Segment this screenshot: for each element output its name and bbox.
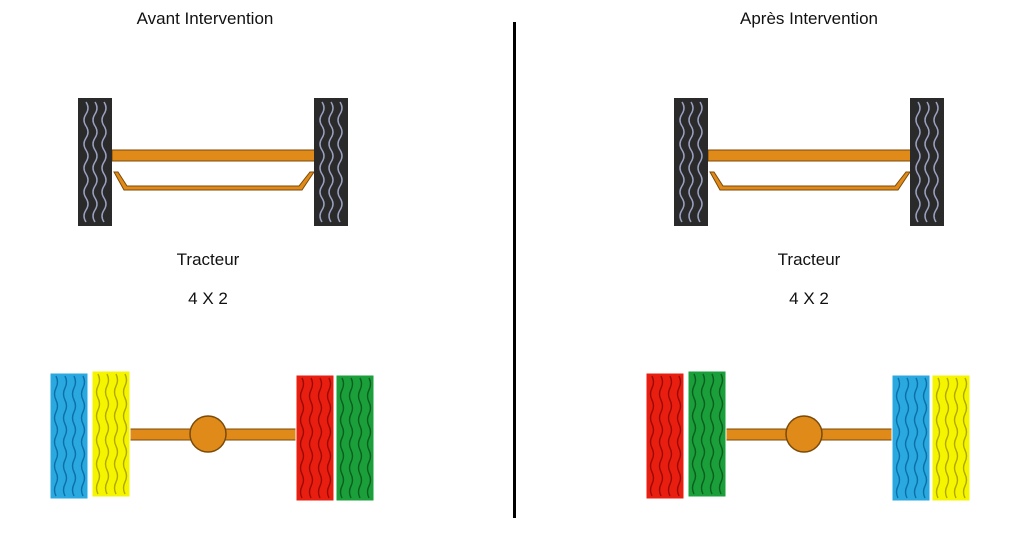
before-front-left-tire xyxy=(78,98,112,226)
after-front-right-tire xyxy=(910,98,944,226)
before-rear-right-inner-tire xyxy=(295,374,335,502)
after-rear-left-inner-tire xyxy=(687,370,727,498)
after-vehicle-name: Tracteur xyxy=(777,250,841,269)
after-vehicle-config: 4 X 2 xyxy=(789,289,829,308)
before-rear-left-outer-tire xyxy=(49,372,89,500)
before-front-tie-rod xyxy=(113,171,315,191)
divider-line xyxy=(513,22,516,518)
after-front-left-tire xyxy=(674,98,708,226)
before-vehicle-config: 4 X 2 xyxy=(188,289,228,308)
before-front-right-tire xyxy=(314,98,348,226)
before-rear-axle xyxy=(49,370,375,502)
after-front-axle-beam xyxy=(707,149,913,162)
after-differential xyxy=(785,415,823,453)
before-front-axle-beam xyxy=(111,149,317,162)
before-title: Avant Intervention xyxy=(136,9,274,28)
before-panel: Avant Intervention Tracteur 4 X 2 xyxy=(49,9,375,502)
before-front-axle xyxy=(78,98,348,226)
before-rear-axle-beam-right xyxy=(223,428,299,441)
before-rear-left-inner-tire xyxy=(91,370,131,498)
after-rear-axle xyxy=(645,370,971,502)
after-front-tie-rod xyxy=(709,171,911,191)
after-rear-right-inner-tire xyxy=(891,374,931,502)
after-panel: Après Intervention Tracteur 4 X 2 xyxy=(512,0,1024,549)
after-front-axle xyxy=(674,98,944,226)
before-vehicle-name: Tracteur xyxy=(176,250,240,269)
after-rear-right-outer-tire xyxy=(931,374,971,502)
after-rear-left-outer-tire xyxy=(645,372,685,500)
before-differential xyxy=(189,415,227,453)
before-rear-right-outer-tire xyxy=(335,374,375,502)
after-rear-axle-beam-right xyxy=(819,428,895,441)
after-title: Après Intervention xyxy=(740,9,878,28)
